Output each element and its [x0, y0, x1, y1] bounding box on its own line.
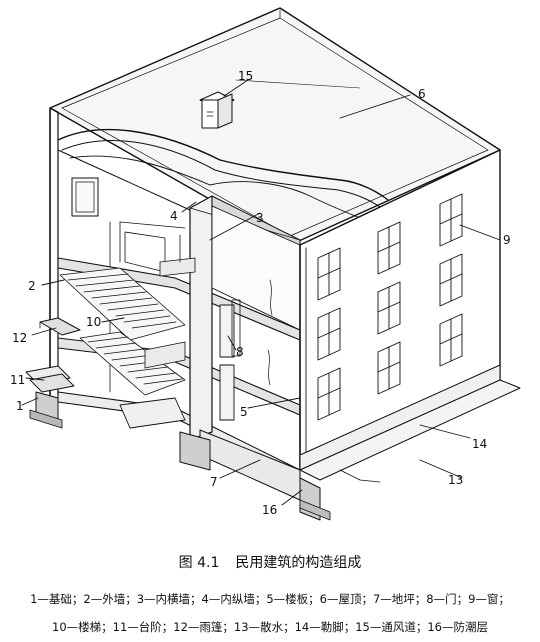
- apron: [299, 379, 521, 483]
- callout-4: 4: [170, 209, 178, 223]
- canopy: [39, 317, 81, 336]
- callout-labels: 15 6 4 3 9 2 10 12 8 11 1 5 14 7 13 16: [10, 69, 511, 517]
- leader-lines: [21, 79, 501, 506]
- stairs: [59, 231, 196, 396]
- callout-9: 9: [503, 233, 511, 247]
- callout-6: 6: [418, 87, 426, 101]
- callout-7: 7: [210, 475, 218, 489]
- door: [219, 299, 241, 421]
- building-section-drawing: 15 6 4 3 9 2 10 12 8 11 1 5 14 7 13 16: [10, 7, 521, 521]
- callout-8: 8: [236, 345, 244, 359]
- callout-13: 13: [448, 473, 463, 487]
- ground-floor: [179, 429, 331, 521]
- facade-windows: [317, 193, 463, 421]
- figure-caption: 图 4.1 民用建筑的构造组成: [0, 552, 540, 572]
- callout-11: 11: [10, 373, 25, 387]
- callout-1: 1: [16, 399, 24, 413]
- figure-title: 民用建筑的构造组成: [235, 555, 362, 571]
- callout-5: 5: [240, 405, 248, 419]
- legend-line-1: 1—基础；2—外墙；3—内横墙；4—内纵墙；5—楼板；6—屋顶；7—地坪；8—门…: [30, 592, 510, 606]
- callout-10: 10: [86, 315, 101, 329]
- left-foundation: [29, 391, 63, 429]
- callout-3: 3: [256, 211, 264, 225]
- callout-15: 15: [238, 69, 253, 83]
- callout-14: 14: [472, 437, 487, 451]
- callout-12: 12: [12, 331, 27, 345]
- callout-16: 16: [262, 503, 277, 517]
- figure-number: 图 4.1: [178, 555, 220, 571]
- vent-shaft: [199, 91, 235, 129]
- interior-bay: [57, 149, 191, 393]
- callout-2: 2: [28, 279, 36, 293]
- legend-line-2: 10—楼梯；11—台阶；12—雨篷；13—散水；14—勒脚；15—通风道；16—…: [52, 620, 488, 634]
- entry-steps: [25, 365, 186, 429]
